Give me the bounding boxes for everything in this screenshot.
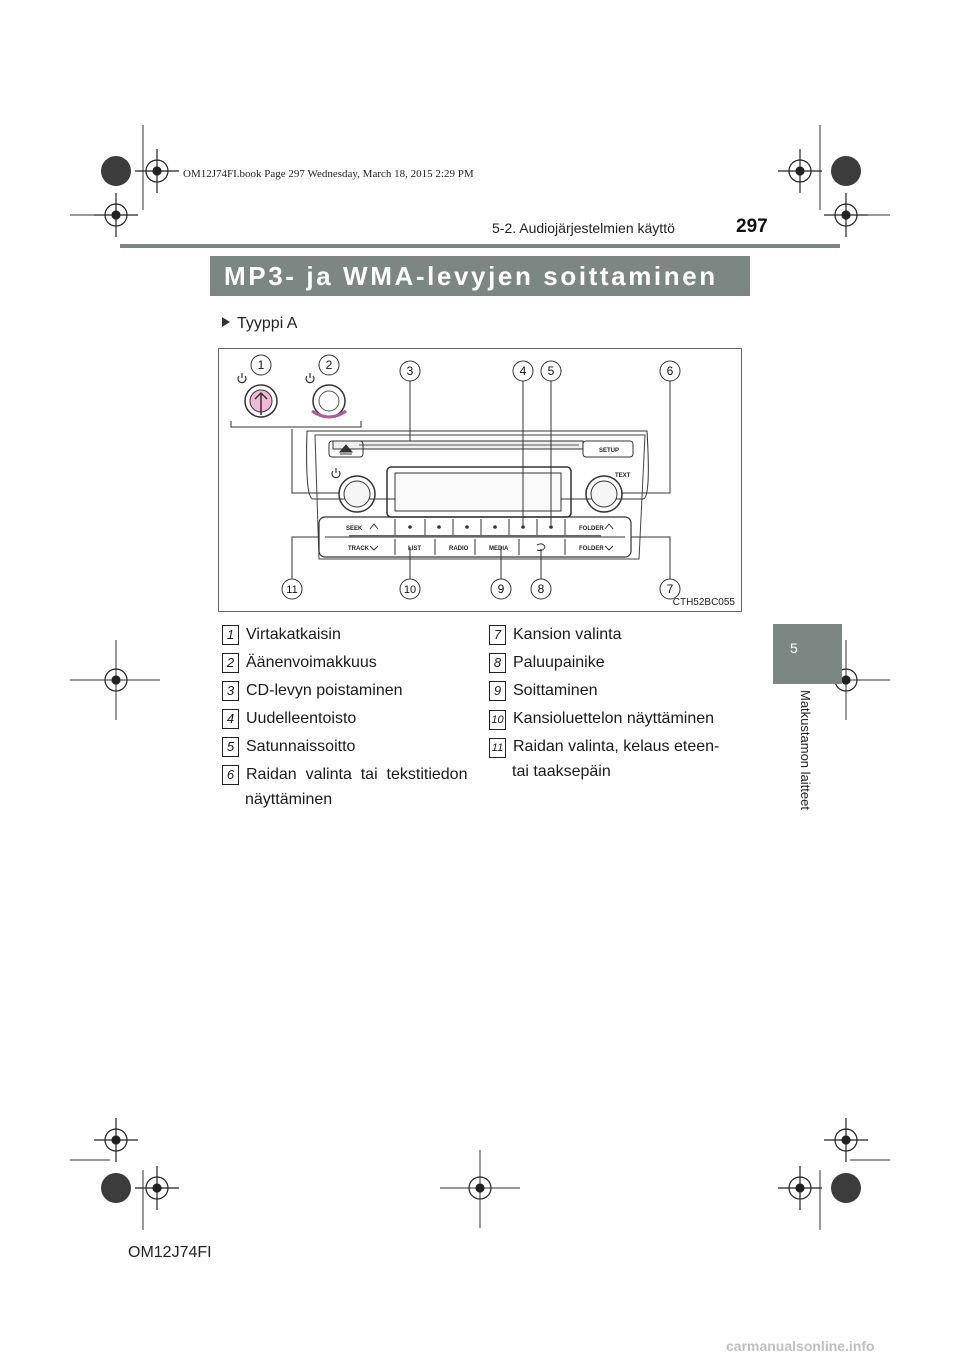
callout-1: 1 (258, 358, 265, 372)
chapter-number: 5 (790, 640, 798, 656)
legend-text: Uudelleentoisto (246, 710, 357, 727)
unit-label-folder-up: FOLDER (579, 526, 604, 532)
legend-number: 11 (489, 738, 506, 758)
callout-9: 9 (498, 582, 505, 596)
legend-item: 10 Kansioluettelon näyttäminen (489, 706, 749, 731)
legend-text: Kansion valinta (513, 626, 622, 643)
legend-text: Raidan valinta tai tekstitiedon (246, 766, 468, 783)
legend-text: Kansioluettelon näyttäminen (513, 710, 715, 727)
legend-item: 4 Uudelleentoisto (222, 706, 470, 731)
chapter-label: Matkustamon laitteet (798, 690, 813, 810)
unit-label-setup: SETUP (599, 448, 619, 454)
unit-label-folder-down: FOLDER (579, 546, 604, 552)
page-title: MP3- ja WMA-levyjen soittaminen (224, 261, 718, 291)
callout-8: 8 (538, 582, 545, 596)
legend-number: 9 (489, 681, 506, 701)
callout-7: 7 (667, 582, 674, 596)
unit-label-track: TRACK (348, 546, 370, 552)
legend-item: 6 Raidan valinta tai tekstitiedon näyttäm… (222, 762, 470, 812)
unit-label-seek: SEEK (346, 526, 363, 532)
legend-text: Raidan valinta, kelaus eteen- (513, 738, 720, 755)
legend-text: Äänenvoimakkuus (246, 654, 377, 671)
callout-2: 2 (326, 358, 333, 372)
unit-label-media: MEDIA (489, 546, 509, 552)
legend-text-continued: tai taaksepäin (512, 763, 611, 780)
header-rule (120, 244, 840, 248)
title-band: MP3- ja WMA-levyjen soittaminen (210, 256, 750, 296)
page-number: 297 (736, 216, 768, 237)
figure-code: CTH52BC055 (672, 597, 735, 608)
subheading-text: Tyyppi A (237, 315, 298, 332)
callout-5: 5 (548, 364, 555, 378)
callout-6: 6 (667, 364, 674, 378)
callout-10: 10 (404, 584, 416, 596)
chapter-tab: 5 (773, 624, 842, 684)
legend-text: Soittaminen (513, 682, 598, 699)
legend-number: 10 (489, 710, 506, 730)
legend-item: 7 Kansion valinta (489, 622, 749, 647)
legend-right: 7 Kansion valinta 8 Paluupainike 9 Soittami… (489, 622, 749, 784)
legend-left: 1 Virtakatkaisin 2 Äänenvoimakkuus 3 CD-lev… (222, 622, 470, 812)
legend-number: 6 (222, 765, 239, 785)
legend-number: 4 (222, 709, 239, 729)
unit-label-list: LIST (408, 546, 421, 552)
legend-number: 5 (222, 737, 239, 757)
legend-item: 1 Virtakatkaisin (222, 622, 470, 647)
legend-number: 7 (489, 625, 506, 645)
legend-number: 3 (222, 681, 239, 701)
unit-label-text: TEXT (615, 473, 631, 479)
book-info-line: OM12J74FI.book Page 297 Wednesday, March… (183, 168, 474, 180)
legend-item: 5 Satunnaissoitto (222, 734, 470, 759)
legend-number: 1 (222, 625, 239, 645)
triangle-bullet-icon (222, 317, 230, 327)
legend-text: Virtakatkaisin (246, 626, 341, 643)
callout-11: 11 (286, 584, 297, 596)
legend-item: 2 Äänenvoimakkuus (222, 650, 470, 675)
legend-item: 8 Paluupainike (489, 650, 749, 675)
legend-text-continued: näyttäminen (245, 791, 333, 808)
legend-text: CD-levyn poistaminen (246, 682, 403, 699)
callout-3: 3 (407, 364, 414, 378)
legend-number: 2 (222, 653, 239, 673)
legend-item: 3 CD-levyn poistaminen (222, 678, 470, 703)
subheading: Tyyppi A (222, 315, 297, 333)
legend-item: 9 Soittaminen (489, 678, 749, 703)
legend-number: 8 (489, 653, 506, 673)
footer-code: OM12J74FI (128, 1244, 212, 1261)
legend-text: Paluupainike (513, 654, 605, 671)
audio-unit-drawing: 1 2 3 4 5 6 7 8 9 10 11 SETUP TEXT SEEK … (230, 354, 681, 600)
legend-item: 11 Raidan valinta, kelaus eteen- tai taak… (489, 734, 749, 784)
section-heading: 5-2. Audiojärjestelmien käyttö (492, 220, 675, 236)
watermark-text: carmanualsonline.info (726, 1338, 875, 1354)
audio-unit-figure: 1 2 3 4 5 6 7 8 9 10 11 SETUP TEXT SEEK … (218, 348, 742, 612)
callout-4: 4 (520, 364, 527, 378)
legend-text: Satunnaissoitto (246, 738, 356, 755)
unit-label-radio: RADIO (449, 546, 469, 552)
